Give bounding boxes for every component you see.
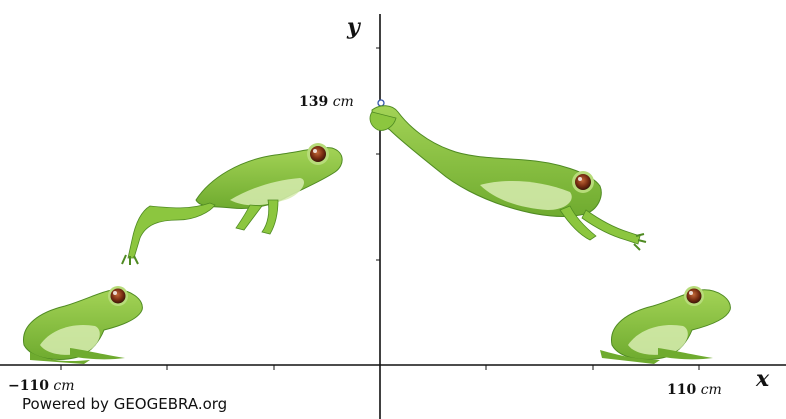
left-distance-unit: cm — [53, 378, 75, 394]
right-distance-label: 110 cm — [667, 382, 722, 398]
peak-label: 139 cm — [299, 94, 354, 110]
left-distance-value: −110 — [8, 378, 49, 394]
peak-value: 139 — [299, 94, 329, 110]
left-distance-label: −110 cm — [8, 378, 75, 394]
geogebra-credit: Powered by GEOGEBRA.org — [22, 395, 228, 413]
x-axis-label: x — [756, 366, 770, 392]
axes — [0, 14, 786, 419]
y-axis-label: y — [347, 14, 360, 40]
frog-jumping-right — [369, 105, 647, 251]
peak-point — [377, 99, 385, 107]
x-ticks — [60, 365, 700, 370]
frog-sitting-right — [600, 286, 731, 364]
frog-jumping-left — [121, 143, 343, 265]
y-ticks — [376, 47, 380, 261]
right-distance-unit: cm — [700, 382, 722, 398]
right-distance-value: 110 — [667, 382, 697, 398]
frog-sitting-left — [23, 286, 143, 364]
peak-unit: cm — [332, 94, 354, 110]
